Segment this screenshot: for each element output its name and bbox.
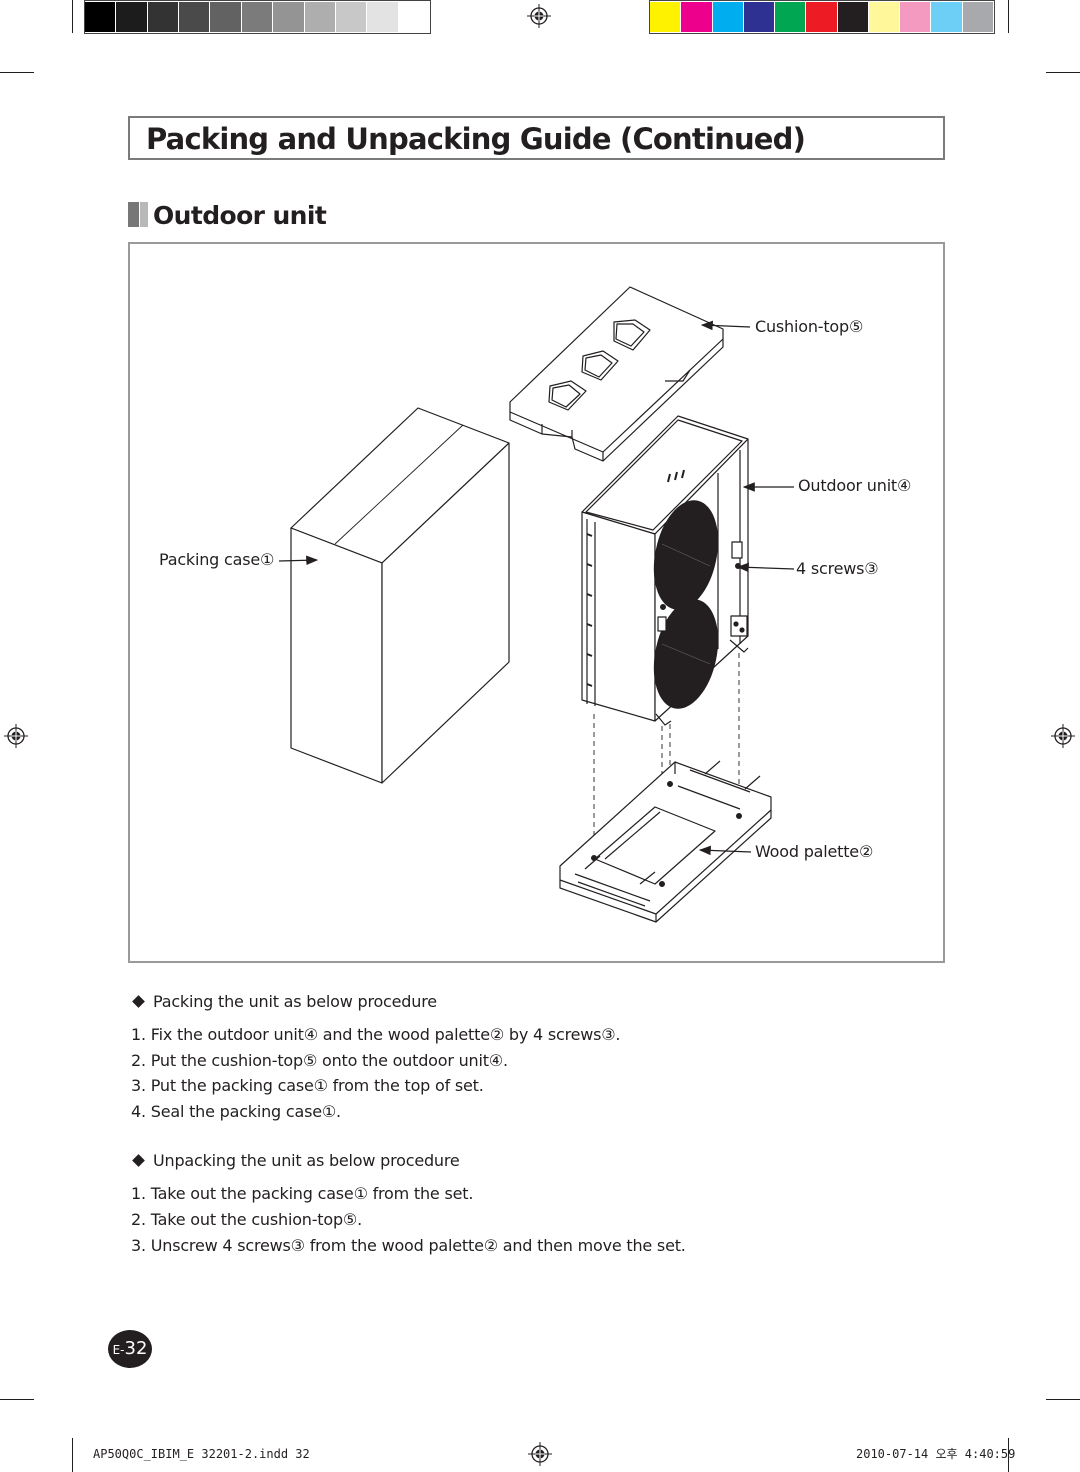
bullet-diamond-icon (132, 995, 145, 1008)
exploded-diagram (278, 286, 795, 923)
page-number-badge: E-32 (108, 1330, 152, 1368)
gray-swatch (335, 2, 367, 32)
unpacking-step: 1. Take out the packing case① from the s… (131, 1184, 474, 1203)
color-swatch (775, 2, 806, 32)
color-swatch (650, 2, 681, 32)
gray-swatch (179, 2, 210, 32)
crop-mark (1046, 72, 1080, 73)
section-marker-icon (140, 202, 148, 227)
gray-swatch (304, 2, 335, 32)
cushion-top-label: Cushion-top⑤ (755, 317, 864, 336)
registration-target-icon (1051, 724, 1075, 748)
packing-figure: Cushion-top⑤ Outdoor unit④ Packing case①… (128, 242, 945, 963)
gray-swatch (85, 2, 116, 32)
crop-mark (1008, 0, 1009, 33)
crop-mark (72, 0, 73, 33)
crop-mark (1046, 1399, 1080, 1400)
color-swatch (900, 2, 931, 32)
section-marker-icon (128, 202, 139, 227)
page-title: Packing and Unpacking Guide (Continued) (146, 122, 806, 156)
outdoor-unit-drawing (581, 415, 749, 726)
gray-swatch (147, 2, 179, 32)
unpacking-heading: Unpacking the unit as below procedure (153, 1151, 460, 1170)
packing-step: 3. Put the packing case① from the top of… (131, 1076, 484, 1095)
page-prefix: E- (112, 1343, 125, 1357)
gray-swatch (210, 2, 241, 32)
packing-step: 2. Put the cushion-top⑤ onto the outdoor… (131, 1051, 508, 1070)
color-swatch (868, 2, 900, 32)
screws-label: 4 screws③ (796, 559, 879, 578)
packing-step: 1. Fix the outdoor unit④ and the wood pa… (131, 1025, 621, 1044)
registration-target-icon (528, 1442, 552, 1466)
packing-heading: Packing the unit as below procedure (153, 992, 437, 1011)
gray-swatch (398, 2, 429, 32)
packing-step: 4. Seal the packing case①. (131, 1102, 341, 1121)
crop-mark (0, 72, 34, 73)
registration-target-icon (4, 724, 28, 748)
color-swatch (681, 2, 712, 32)
color-bar (649, 0, 995, 34)
section-title: Outdoor unit (153, 201, 327, 230)
footer-filename: AP50Q0C_IBIM_E 32201-2.indd 32 (93, 1447, 310, 1461)
color-swatch (962, 2, 993, 32)
gray-swatch (367, 2, 398, 32)
bullet-diamond-icon (132, 1154, 145, 1167)
wood-palette-drawing (559, 760, 772, 923)
gray-swatch (116, 2, 147, 32)
page-number: 32 (124, 1338, 148, 1359)
packing-case-label: Packing case① (159, 550, 275, 569)
color-swatch (743, 2, 775, 32)
cushion-top-drawing (509, 286, 724, 462)
unpacking-step: 3. Unscrew 4 screws③ from the wood palet… (131, 1236, 686, 1255)
unpacking-step: 2. Take out the cushion-top⑤. (131, 1210, 362, 1229)
page-header: Packing and Unpacking Guide (Continued) (128, 116, 945, 160)
outdoor-unit-label: Outdoor unit④ (798, 476, 912, 495)
color-swatch (712, 2, 743, 32)
crop-mark (0, 1399, 34, 1400)
gray-swatch (241, 2, 273, 32)
registration-target-icon (527, 4, 551, 28)
color-swatch (806, 2, 837, 32)
packing-case-drawing (290, 407, 510, 784)
color-swatch (931, 2, 962, 32)
color-swatch (837, 2, 868, 32)
crop-mark (72, 1438, 73, 1472)
wood-palette-label: Wood palette② (755, 842, 874, 861)
crop-mark (1008, 1438, 1009, 1472)
gray-scale-bar (84, 0, 431, 34)
footer-timestamp: 2010-07-14 오후 4:40:59 (856, 1447, 1016, 1461)
gray-swatch (273, 2, 304, 32)
